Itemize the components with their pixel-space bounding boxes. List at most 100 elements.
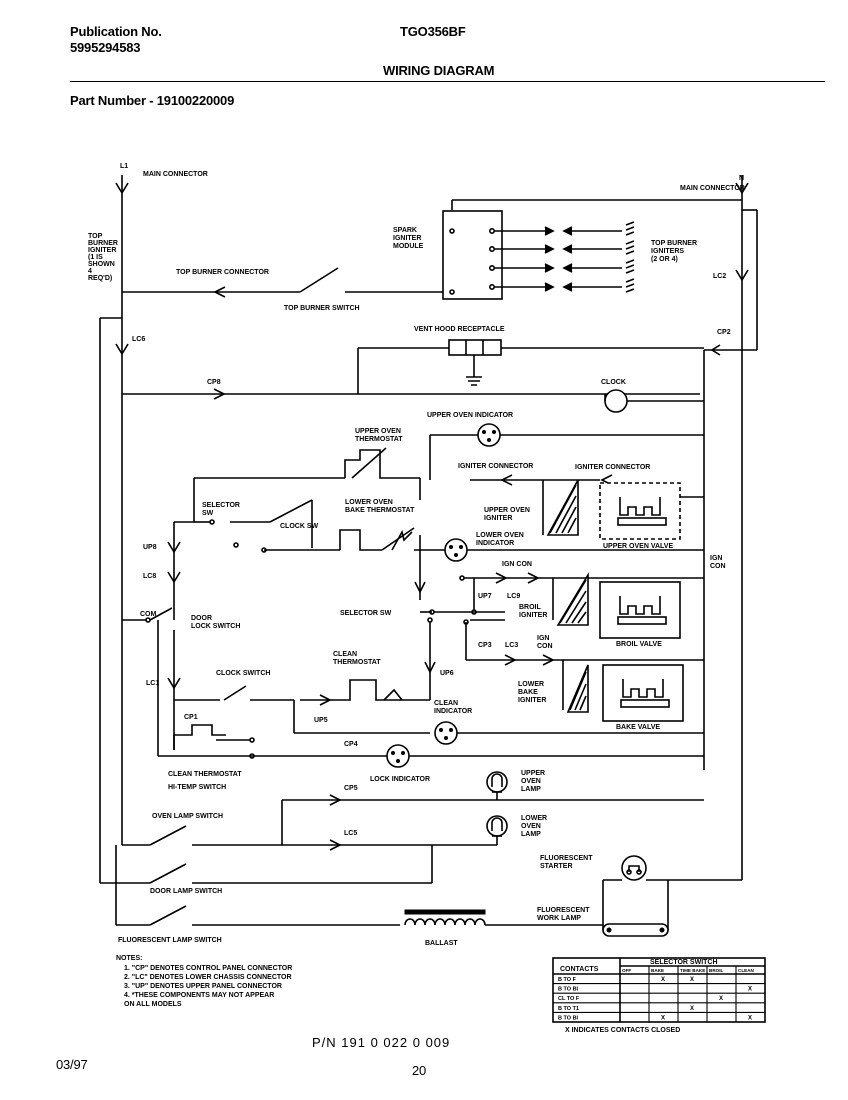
notes: NOTES: 1. "CP" DENOTES CONTROL PANEL CON… xyxy=(116,955,292,1008)
notes-title: NOTES: xyxy=(116,955,142,962)
top-burner-igniter-label-5: 4 xyxy=(88,268,92,275)
door-lock-switch xyxy=(122,541,181,750)
fluorescent-work-lamp-label-1: WORK LAMP xyxy=(537,915,581,922)
upper-oven-igniter xyxy=(470,474,613,536)
clock-switch-1 xyxy=(174,679,430,734)
lower-bake-igniter-label-0: LOWER xyxy=(518,681,544,688)
table-header-group: SELECTOR SWITCH xyxy=(650,959,718,966)
fluorescent-lamp-switch-label: FLUORESCENT LAMP SWITCH xyxy=(118,937,222,944)
clean-indicator-label-1: INDICATOR xyxy=(434,708,472,715)
lock-indicator-label: LOCK INDICATOR xyxy=(370,776,430,783)
table-mark: X xyxy=(748,1015,752,1021)
table-row-label: B TO T1 xyxy=(558,1006,579,1012)
fluorescent-starter xyxy=(602,855,669,930)
broil-valve xyxy=(599,581,681,639)
door-lamp-switch xyxy=(149,845,433,884)
lc1-label: LC1 xyxy=(146,680,159,687)
broil-igniter-label-0: BROIL xyxy=(519,604,542,611)
clock-sw-label: CLOCK SW xyxy=(280,523,319,530)
selector-sw-top-label-0: SELECTOR xyxy=(202,502,240,509)
table-column-header: BROIL xyxy=(709,968,723,973)
lc2-label: LC2 xyxy=(713,273,726,280)
lower-oven-lamp xyxy=(281,800,508,851)
table-mark: X xyxy=(690,1006,694,1012)
upper-oven-lamp-label-2: LAMP xyxy=(521,786,541,793)
top-burner-switch-label: TOP BURNER SWITCH xyxy=(284,305,360,312)
door-lamp-switch-label: DOOR LAMP SWITCH xyxy=(150,888,222,895)
n-label: N xyxy=(739,175,744,182)
spark-igniter-module-label-0: SPARK xyxy=(393,227,417,234)
fluorescent-starter-label-1: STARTER xyxy=(540,863,573,870)
fluorescent-starter-label-0: FLUORESCENT xyxy=(540,855,593,862)
broil-valve-label: BROIL VALVE xyxy=(616,641,662,648)
table-mark: X xyxy=(719,996,723,1002)
clean-indicator xyxy=(434,721,704,745)
igniter-connector-1-label: IGNITER CONNECTOR xyxy=(458,463,533,470)
door-lock-switch-label-0: DOOR xyxy=(191,615,212,622)
bake-valve xyxy=(602,664,684,722)
table-header-contacts: CONTACTS xyxy=(560,966,599,973)
page-number: 20 xyxy=(412,1063,427,1078)
selector-clock-switches xyxy=(173,478,340,620)
main-connector-left-label: MAIN CONNECTOR xyxy=(143,171,208,178)
table-column-header: TIME BAKE xyxy=(680,968,705,973)
clock-motor xyxy=(213,388,704,413)
upper-oven-valve-label: UPPER OVEN VALVE xyxy=(603,543,673,550)
note-4-cont: ON ALL MODELS xyxy=(124,1001,182,1008)
l1-label: L1 xyxy=(120,163,128,170)
lock-indicator xyxy=(252,744,704,768)
clean-indicator-label-0: CLEAN xyxy=(434,700,458,707)
clock-label: CLOCK xyxy=(601,379,626,386)
clock-switch-label: CLOCK SWITCH xyxy=(216,670,270,677)
l1-bus xyxy=(115,175,700,846)
table-column-header: OFF xyxy=(622,968,631,973)
note-1: 1. "CP" DENOTES CONTROL PANEL CONNECTOR xyxy=(124,965,292,972)
lc9-label: LC9 xyxy=(507,593,520,600)
title-rule xyxy=(70,81,825,82)
cp3-label: CP3 xyxy=(478,642,492,649)
publication-label: Publication No. xyxy=(70,24,162,39)
cp1-label: CP1 xyxy=(184,714,198,721)
table-mark: X xyxy=(690,977,694,983)
broil-igniter-label-1: IGNITER xyxy=(519,612,547,619)
table-mark: X xyxy=(661,1015,665,1021)
oven-lamp-switch xyxy=(149,825,282,846)
note-3: 3. "UP" DENOTES UPPER PANEL CONNECTOR xyxy=(124,983,282,990)
table-row-label: CL TO F xyxy=(558,996,580,1002)
cp4-label: CP4 xyxy=(344,741,358,748)
fluorescent-work-lamp xyxy=(602,923,669,937)
selector-sw-lower xyxy=(420,609,704,700)
upper-oven-igniter-label-0: UPPER OVEN xyxy=(484,507,530,514)
ballast-label: BALLAST xyxy=(425,940,458,947)
part-number: Part Number - 19100220009 xyxy=(70,93,235,108)
upper-oven-lamp-label-0: UPPER xyxy=(521,770,545,777)
upper-oven-lamp-label-1: OVEN xyxy=(521,778,541,785)
lower-oven-bake-thermostat xyxy=(339,527,445,551)
igniter-connector-2-label: IGNITER CONNECTOR xyxy=(575,464,650,471)
table-row-label: B TO BI xyxy=(558,987,579,993)
lower-oven-lamp-label-1: OVEN xyxy=(521,823,541,830)
top-burner-branch xyxy=(99,267,450,884)
top-burner-igniter-label-0: TOP xyxy=(88,233,103,240)
up8-label: UP8 xyxy=(143,544,157,551)
cp2-label: CP2 xyxy=(717,329,731,336)
clean-thermostat-label-1: THERMOSTAT xyxy=(333,659,381,666)
upper-oven-indicator-label: UPPER OVEN INDICATOR xyxy=(427,412,513,419)
fluorescent-lamp-switch xyxy=(115,845,400,926)
selector-sw-top-label-1: SW xyxy=(202,510,214,517)
ign-con-right-label-1: CON xyxy=(710,563,726,570)
table-mark: X xyxy=(748,987,752,993)
top-burner-igniters-label-1: IGNITERS xyxy=(651,248,684,255)
ign-con-2-label-1: CON xyxy=(537,643,553,650)
lower-oven-indicator-label-0: LOWER OVEN xyxy=(476,532,524,539)
spark-igniter-module xyxy=(442,199,742,300)
table-footnote: X INDICATES CONTACTS CLOSED xyxy=(565,1027,680,1034)
top-burner-igniter-label-6: REQ'D) xyxy=(88,275,112,282)
top-burner-igniters xyxy=(494,221,635,293)
vent-hood-receptacle xyxy=(357,339,704,394)
ign-con-right-label-0: IGN xyxy=(710,555,722,562)
clean-thermostat-label-0: CLEAN xyxy=(333,651,357,658)
diagram-title: WIRING DIAGRAM xyxy=(383,63,495,78)
cp8-label: CP8 xyxy=(207,379,221,386)
lower-bake-igniter-label-2: IGNITER xyxy=(518,697,546,704)
